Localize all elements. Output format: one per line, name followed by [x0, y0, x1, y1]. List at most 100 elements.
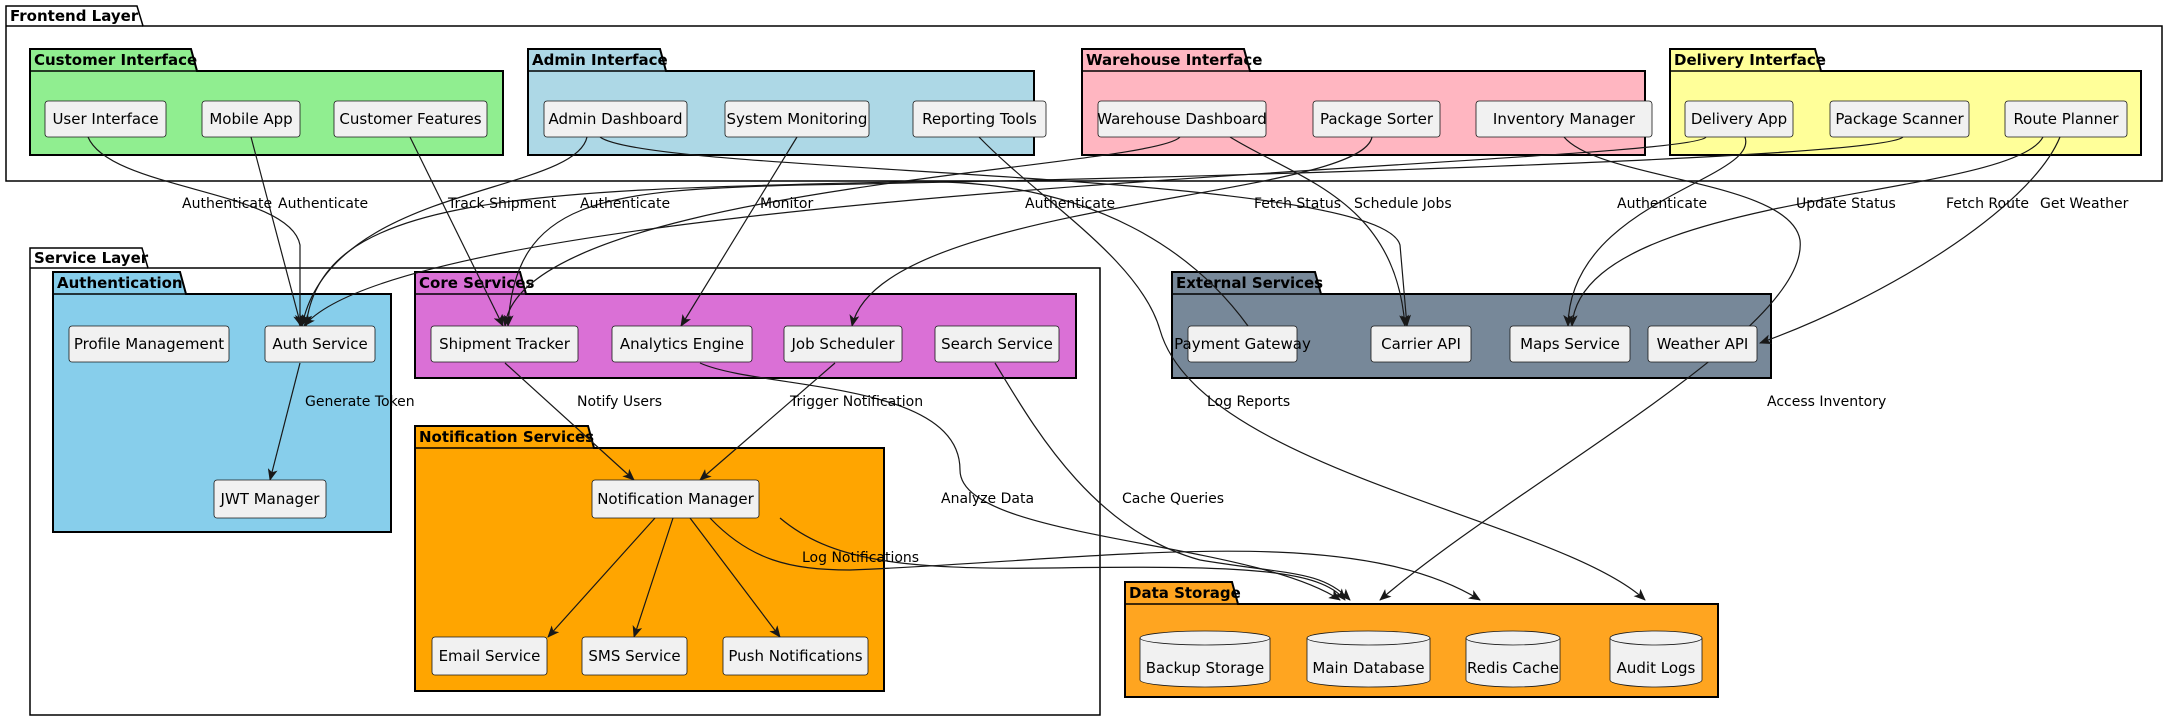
node-package-sorter: Package Sorter [1312, 100, 1441, 138]
node-box [1647, 325, 1758, 363]
node-box [1829, 100, 1970, 138]
database-cylinder [1139, 630, 1271, 688]
label-monitor: Monitor [760, 196, 813, 212]
node-label: Reporting Tools [922, 110, 1037, 128]
edge-inventory-main-database [1379, 136, 1801, 601]
edge-user-interface-auth [87, 136, 305, 327]
nodes: User Interface Mobile App Customer Feature… [44, 100, 2128, 676]
authentication-title: Authentication [57, 274, 183, 292]
node-box [912, 100, 1047, 138]
edge-notification-email [547, 517, 656, 638]
notification-services-title: Notification Services [419, 428, 594, 446]
database-lid [1139, 637, 1271, 646]
node-label: Shipment Tracker [439, 335, 571, 353]
node-job-scheduler: Job Scheduler [783, 325, 903, 363]
node-sms-service: SMS Service [581, 636, 688, 676]
database-lid [1465, 637, 1561, 646]
node-box [611, 325, 753, 363]
node-reporting-tools: Reporting Tools [912, 100, 1047, 138]
node-carrier-api: Carrier API [1370, 325, 1472, 363]
data-storage-title: Data Storage [1129, 584, 1241, 602]
node-label: Admin Dashboard [549, 110, 683, 128]
database-label: Backup Storage [1146, 659, 1264, 677]
node-label: Carrier API [1381, 335, 1461, 353]
node-label: Analytics Engine [620, 335, 744, 353]
label-authenticate-5: Authenticate [1617, 196, 1707, 212]
node-box [724, 100, 870, 138]
node-route-planner: Route Planner [2004, 100, 2128, 138]
edge-scheduler-notification [699, 362, 836, 481]
node-label: Warehouse Dashboard [1097, 110, 1267, 128]
node-customer-features: Customer Features [333, 100, 488, 138]
node-label: Weather API [1657, 335, 1749, 353]
edge-route-planner-weather [1759, 136, 2061, 344]
node-label: Customer Features [339, 110, 481, 128]
service-layer-title: Service Layer [34, 249, 149, 267]
node-box [934, 325, 1060, 363]
node-user-interface: User Interface [44, 100, 167, 138]
label-fetch-route: Fetch Route [1946, 196, 2029, 212]
node-label: JWT Manager [220, 490, 321, 508]
node-box [1475, 100, 1653, 138]
database-lid [1306, 637, 1431, 646]
node-label: Search Service [941, 335, 1053, 353]
label-track-shipment: Track Shipment [447, 196, 557, 212]
edge-route-planner-maps [1567, 136, 2044, 327]
database-label: Audit Logs [1617, 659, 1696, 677]
database-audit-logs: Audit Logs [1609, 630, 1703, 688]
node-label: Package Scanner [1835, 110, 1964, 128]
node-label: User Interface [52, 110, 158, 128]
node-profile-management: Profile Management [68, 325, 230, 363]
node-search-service: Search Service [934, 325, 1060, 363]
edge-notification-sms [632, 517, 674, 638]
node-label: SMS Service [588, 647, 680, 665]
database-main-database: Main Database [1306, 630, 1431, 688]
edge-package-scanner-shipment [503, 136, 1904, 327]
database-cylinder [1465, 630, 1561, 688]
node-box [591, 479, 760, 519]
node-analytics-engine: Analytics Engine [611, 325, 753, 363]
node-payment-gateway: Payment Gateway [1174, 325, 1311, 363]
core-services-title: Core Services [419, 274, 534, 292]
edge-warehouse-carrier [1229, 136, 1410, 327]
node-box [430, 325, 579, 363]
warehouse-interface-title: Warehouse Interface [1086, 51, 1262, 69]
node-box [1370, 325, 1472, 363]
external-services-title: External Services [1176, 274, 1323, 292]
label-notify-users: Notify Users [577, 394, 662, 410]
node-box [431, 636, 548, 676]
node-box [1097, 100, 1267, 138]
label-trigger-notification: Trigger Notification [789, 394, 923, 410]
edge-mobile-app-auth [250, 136, 304, 327]
node-delivery-app: Delivery App [1684, 100, 1794, 138]
node-label: Route Planner [2013, 110, 2119, 128]
node-push-notifications: Push Notifications [722, 636, 869, 676]
edge-notification-main-database [779, 517, 1346, 601]
node-label: Push Notifications [728, 647, 862, 665]
node-box [333, 100, 488, 138]
node-auth-service: Auth Service [264, 325, 376, 363]
node-jwt-manager: JWT Manager [213, 479, 327, 519]
node-box [2004, 100, 2128, 138]
database-backup-storage: Backup Storage [1139, 630, 1271, 688]
edge-system-monitoring-analytics [680, 136, 798, 327]
label-update-status: Update Status [1796, 196, 1896, 212]
label-log-reports: Log Reports [1207, 394, 1290, 410]
node-label: Delivery App [1691, 110, 1787, 128]
node-box [543, 100, 688, 138]
node-weather-api: Weather API [1647, 325, 1758, 363]
database-redis-cache: Redis Cache [1465, 630, 1561, 688]
label-authenticate-1: Authenticate [182, 196, 272, 212]
node-label: System Monitoring [727, 110, 868, 128]
node-package-scanner: Package Scanner [1829, 100, 1970, 138]
database-cylinder [1609, 630, 1703, 688]
node-box [1509, 325, 1631, 363]
edge-analytics-main-database [699, 362, 1341, 601]
edge-delivery-app-maps [1563, 136, 1747, 327]
edge-reporting-audit [978, 136, 1646, 601]
node-label: Profile Management [74, 335, 224, 353]
edge-package-sorter-scheduler [849, 136, 1373, 327]
node-mobile-app: Mobile App [201, 100, 301, 138]
edge-delivery-app-auth [303, 136, 1707, 327]
